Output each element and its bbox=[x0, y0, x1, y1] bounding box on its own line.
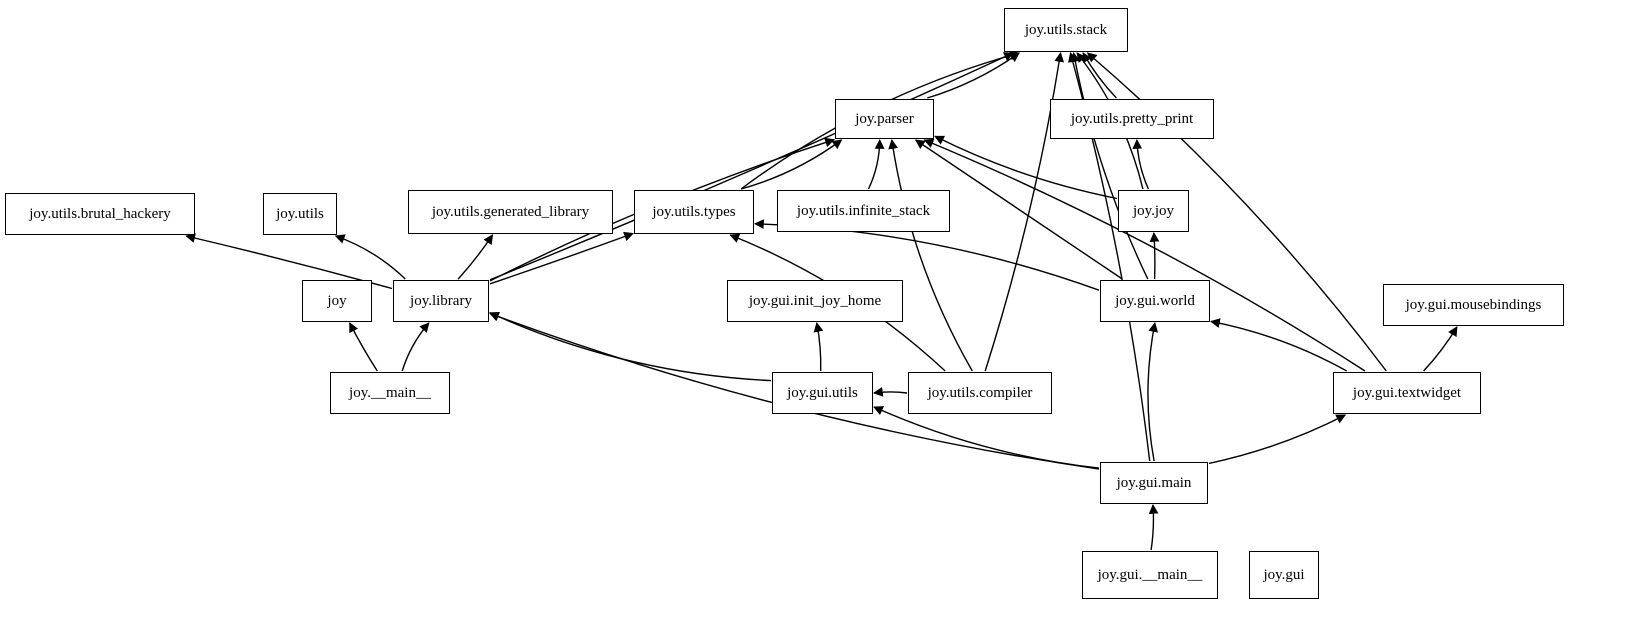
graph-node-joy-utils-generated-library[interactable]: joy.utils.generated_library bbox=[408, 190, 613, 234]
graph-node-joy-parser[interactable]: joy.parser bbox=[835, 99, 934, 139]
graph-node-joy-utils-stack[interactable]: joy.utils.stack bbox=[1004, 8, 1128, 52]
graph-node-joy-library[interactable]: joy.library bbox=[393, 280, 489, 322]
graph-node-joy-utils[interactable]: joy.utils bbox=[263, 193, 337, 235]
graph-node-joy-gui[interactable]: joy.gui bbox=[1249, 551, 1319, 599]
graph-node-label: joy.utils.brutal_hackery bbox=[29, 205, 171, 222]
graph-node-label: joy.utils.infinite_stack bbox=[796, 202, 931, 219]
graph-edge bbox=[740, 139, 843, 190]
graph-edge bbox=[489, 231, 634, 285]
graph-edge bbox=[1149, 232, 1160, 280]
graph-node-label: joy.utils.generated_library bbox=[431, 203, 590, 220]
graph-node-joy-gui-init-joy-home[interactable]: joy.gui.init_joy_home bbox=[727, 280, 903, 322]
graph-edge bbox=[873, 386, 908, 397]
graph-edge bbox=[888, 139, 973, 372]
graph-edge bbox=[923, 138, 1366, 372]
graph-node-joy-gui-main[interactable]: joy.gui.main bbox=[1100, 462, 1208, 504]
graph-edge bbox=[1147, 322, 1159, 462]
graph-node-label: joy.joy bbox=[1132, 202, 1175, 219]
graph-edge bbox=[489, 52, 1014, 281]
graph-node-label: joy.gui bbox=[1263, 566, 1305, 583]
graph-node-label: joy.gui.mousebindings bbox=[1405, 296, 1542, 313]
graph-edge bbox=[334, 234, 406, 280]
graph-node-joy-utils-infinite-stack[interactable]: joy.utils.infinite_stack bbox=[777, 190, 950, 232]
graph-node-label: joy.gui.main bbox=[1116, 474, 1192, 491]
graph-edge bbox=[349, 322, 378, 372]
graph-node-label: joy.utils.types bbox=[652, 203, 736, 220]
graph-node-label: joy.utils bbox=[276, 205, 324, 222]
graph-node-label: joy.gui.utils bbox=[787, 384, 858, 401]
graph-edge bbox=[1210, 318, 1348, 372]
graph-node-joy-gui-mousebindings[interactable]: joy.gui.mousebindings bbox=[1383, 284, 1564, 326]
graph-edge bbox=[1423, 326, 1458, 372]
graph-edge bbox=[914, 139, 1123, 280]
graph-node-label: joy.library bbox=[410, 292, 472, 309]
graph-edge bbox=[867, 139, 885, 190]
graph-edge bbox=[927, 52, 1020, 99]
graph-node-joy-gui-utils[interactable]: joy.gui.utils bbox=[772, 372, 873, 414]
graph-node-joy-gui-main[interactable]: joy.gui.__main__ bbox=[1082, 551, 1218, 599]
graph-edge bbox=[1086, 52, 1387, 372]
graph-node-joy-gui-world[interactable]: joy.gui.world bbox=[1100, 280, 1210, 322]
graph-node-label: joy.__main__ bbox=[349, 384, 431, 401]
graph-edge bbox=[984, 52, 1065, 372]
graph-edge bbox=[1070, 52, 1149, 280]
graph-node-joy-joy[interactable]: joy.joy bbox=[1118, 190, 1189, 232]
graph-node-label: joy.gui.world bbox=[1115, 292, 1195, 309]
graph-node-joy-utils-types[interactable]: joy.utils.types bbox=[634, 190, 754, 234]
graph-edge bbox=[1082, 52, 1117, 99]
graph-node-joy-gui-textwidget[interactable]: joy.gui.textwidget bbox=[1333, 372, 1481, 414]
graph-edge bbox=[934, 135, 1118, 200]
graph-edge bbox=[1148, 504, 1159, 551]
graph-node-label: joy.gui.init_joy_home bbox=[748, 292, 882, 309]
graph-node-label: joy.gui.textwidget bbox=[1352, 384, 1462, 401]
graph-node-label: joy.utils.compiler bbox=[927, 384, 1033, 401]
graph-edge bbox=[873, 406, 1100, 469]
graph-node-joy-main[interactable]: joy.__main__ bbox=[330, 372, 450, 414]
graph-node-label: joy.utils.pretty_print bbox=[1070, 110, 1194, 127]
graph-edge bbox=[1132, 139, 1150, 190]
graph-node-joy-utils-pretty-print[interactable]: joy.utils.pretty_print bbox=[1050, 99, 1214, 139]
graph-node-joy[interactable]: joy bbox=[302, 280, 372, 322]
graph-node-label: joy.gui.__main__ bbox=[1097, 566, 1203, 583]
graph-edge bbox=[1208, 414, 1347, 465]
graph-edge bbox=[813, 322, 824, 372]
graph-edge bbox=[457, 234, 494, 280]
graph-edge bbox=[489, 311, 772, 382]
graph-node-joy-utils-brutal-hackery[interactable]: joy.utils.brutal_hackery bbox=[5, 193, 195, 235]
graph-node-joy-utils-compiler[interactable]: joy.utils.compiler bbox=[908, 372, 1052, 414]
graph-node-label: joy.parser bbox=[855, 110, 914, 127]
graph-node-label: joy.utils.stack bbox=[1024, 21, 1108, 38]
graph-node-label: joy bbox=[327, 292, 347, 309]
graph-edge bbox=[401, 322, 430, 372]
